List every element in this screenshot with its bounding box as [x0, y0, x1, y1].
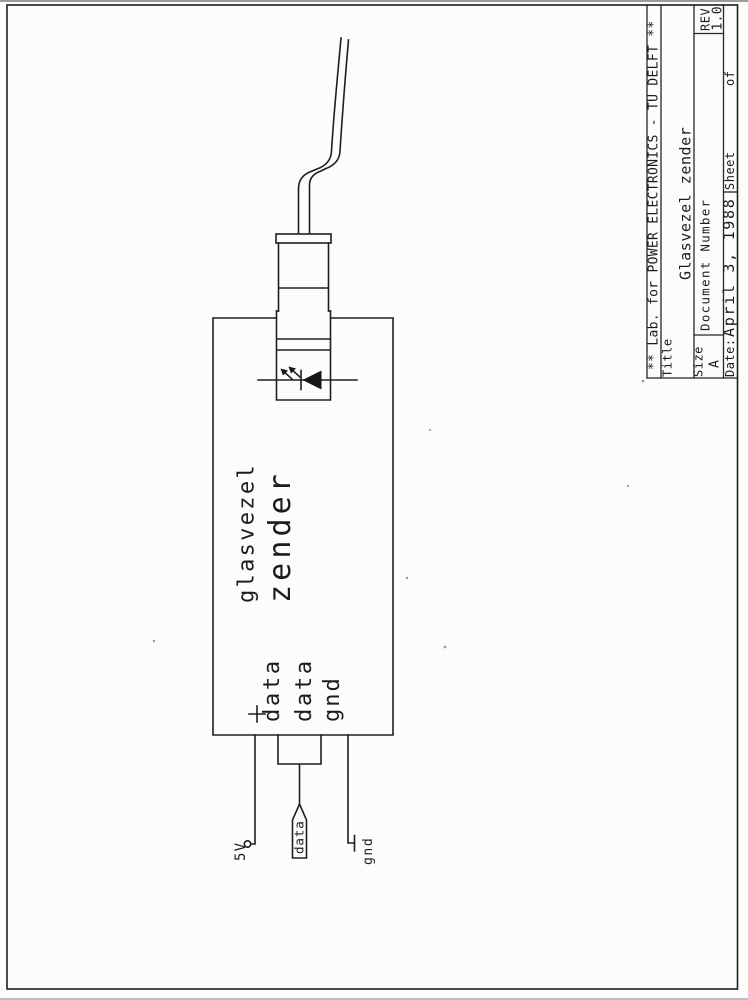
title-value: Glasvezel zender [677, 127, 695, 280]
date-value: April 3, 1988 [720, 198, 738, 338]
document-number-label: Document Number [698, 199, 713, 331]
pin1-name: data [260, 658, 285, 722]
pin3-name: gnd [320, 676, 345, 722]
pin2-name: data [292, 658, 317, 722]
scan-edge-smudge [0, 998, 748, 1000]
connector-cap [275, 233, 332, 244]
title-label: Title [661, 338, 675, 377]
supply-wire [250, 734, 256, 845]
of-label: of [723, 71, 737, 86]
open-terminal-icon [243, 839, 252, 848]
rev-label: REV [699, 8, 713, 31]
ground-wire-and-bar [347, 734, 356, 852]
component-outline [212, 317, 394, 736]
pin-labels: data data gnd [248, 658, 345, 723]
title-block: ** Lab. for POWER ELECTRONICS - TU DELFT… [646, 4, 739, 379]
component-label-line1: glasvezel [235, 463, 260, 603]
supply-net: 5V [233, 734, 256, 861]
ground-net-label: gnd [361, 837, 376, 865]
transmitter-box: glasvezel zender [212, 317, 394, 736]
supply-net-label: 5V [233, 842, 249, 861]
date-label: Date: [723, 338, 737, 377]
lab-banner: ** Lab. for POWER ELECTRONICS - TU DELFT… [647, 21, 662, 370]
plus-mark-icon [248, 705, 266, 723]
data-net-label: data [292, 820, 307, 854]
led-symbol [257, 366, 358, 391]
led-triangle [302, 370, 322, 390]
fiber-connector [275, 37, 350, 401]
data-wires-bracket [277, 734, 322, 805]
rev-value: 1.0 [711, 6, 726, 30]
scan-edge-smudge [0, 0, 748, 2]
connector-body [277, 242, 330, 312]
data-net-flag-icon [291, 802, 308, 859]
led-emission-arrows-icon [280, 366, 302, 381]
component-label-line2: zender [263, 470, 298, 603]
sheet-border [6, 4, 739, 990]
fiber-cable-right-line [308, 39, 350, 234]
fiber-cable-left-line [297, 37, 342, 234]
data-net: data [277, 734, 322, 859]
connector-receptacle [275, 310, 332, 401]
size-value: A [708, 360, 723, 368]
sheet-label: Sheet [723, 151, 737, 190]
scan-specks [152, 379, 645, 649]
ground-net: gnd [347, 734, 376, 865]
size-label: Size [692, 346, 706, 377]
